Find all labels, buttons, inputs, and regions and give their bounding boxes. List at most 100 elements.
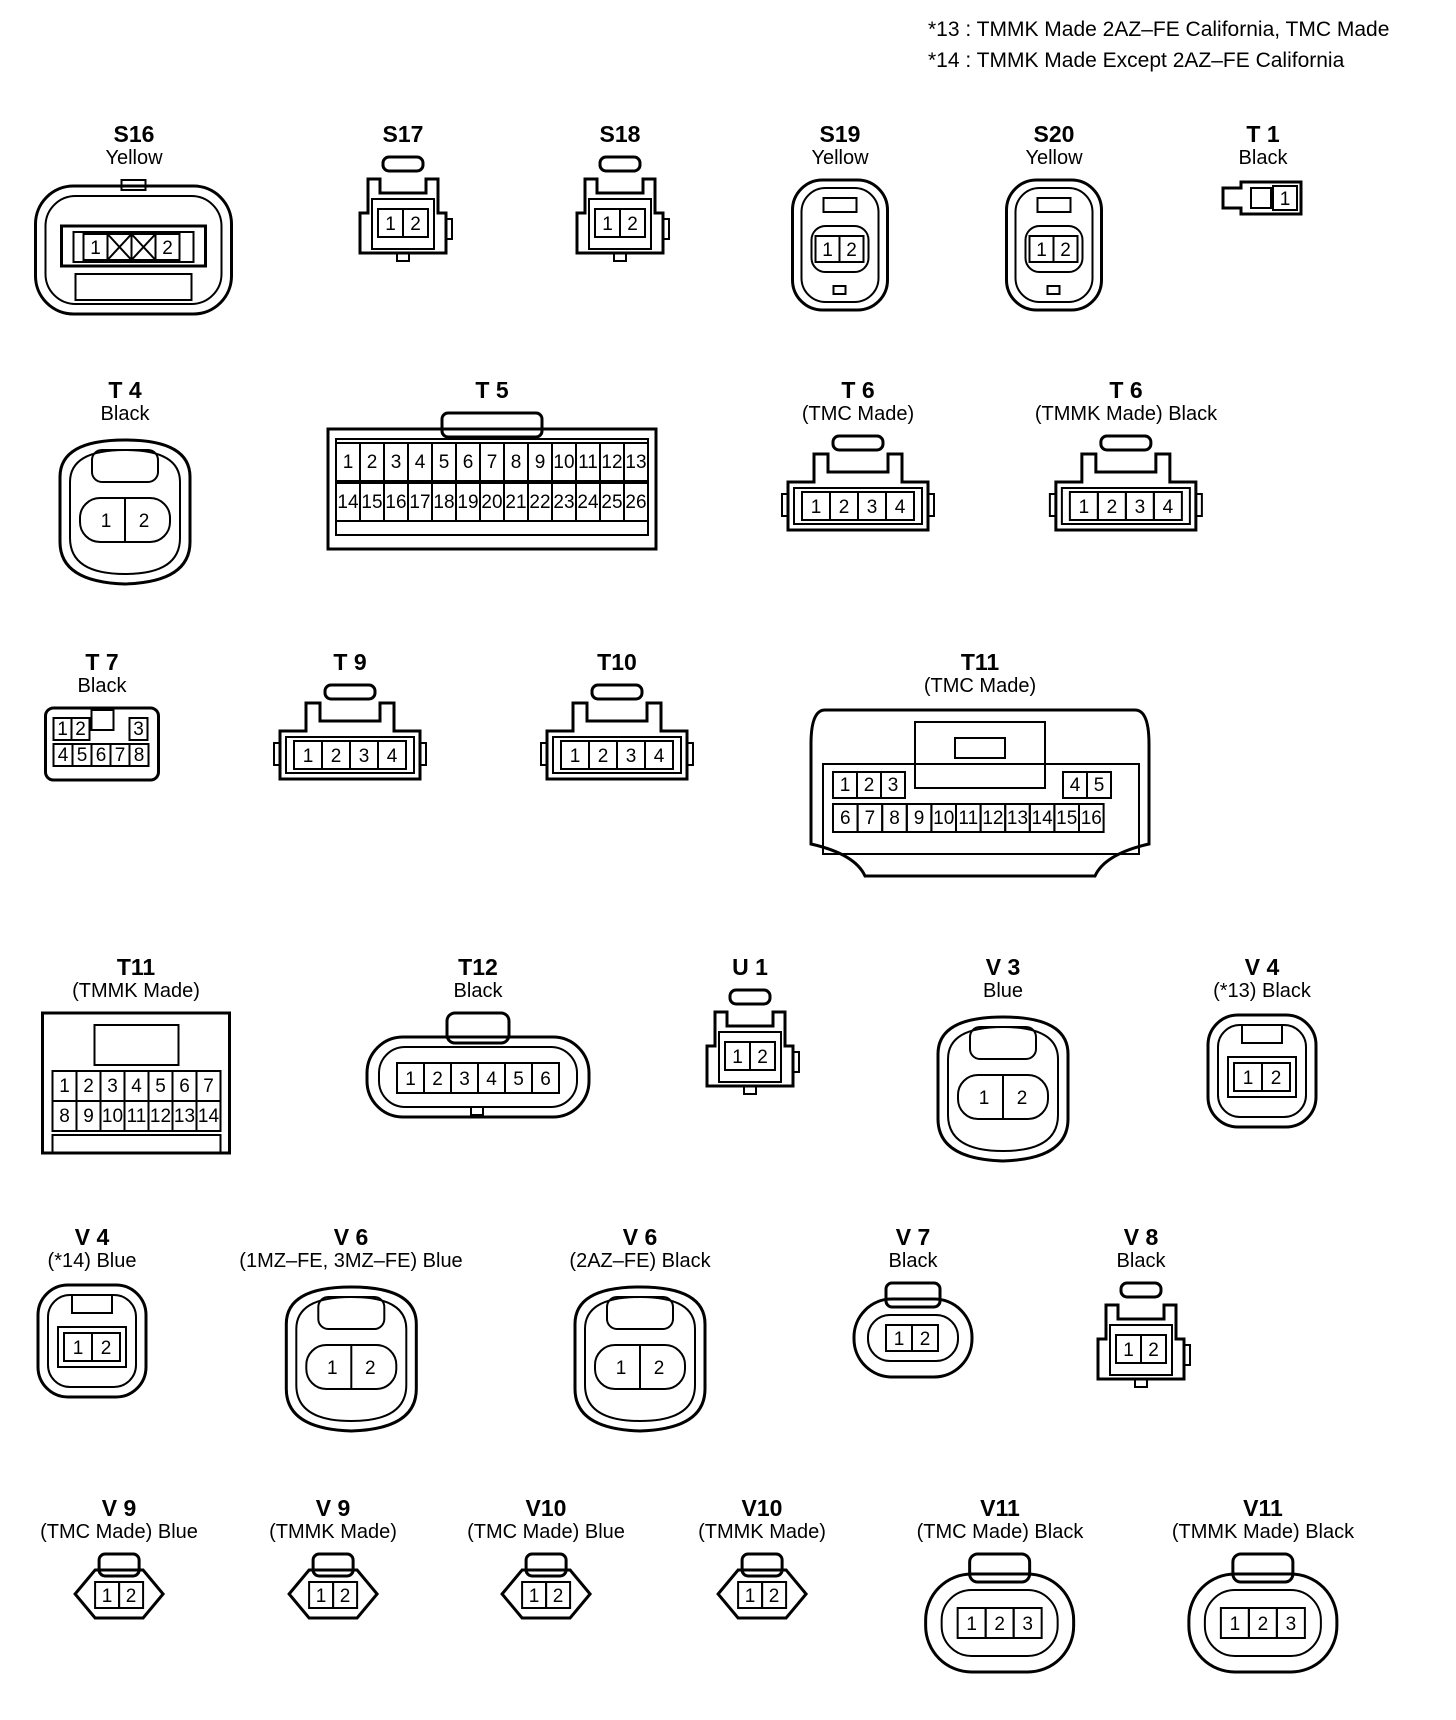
connector-code: V11 (980, 1495, 1020, 1521)
pin-label: 17 (409, 492, 430, 513)
connector-code: T 9 (333, 649, 367, 675)
connector-subtitle: (TMC Made) Blue (40, 1521, 198, 1543)
pin-label: 2 (757, 1047, 768, 1068)
pin-label: 1 (967, 1614, 978, 1635)
pin-label: 3 (888, 775, 899, 796)
footnote-13: *13 : TMMK Made 2AZ–FE California, TMC M… (928, 18, 1390, 41)
pin-label: 4 (1163, 497, 1174, 518)
pin-label: 1 (1243, 1068, 1254, 1089)
pin-label: 7 (115, 745, 126, 766)
connector-subtitle: Blue (982, 980, 1024, 1002)
pin-cell (1012, 1607, 1043, 1639)
pin-label: 2 (1258, 1614, 1269, 1635)
pin-label: 4 (131, 1076, 142, 1097)
pin-label: 15 (361, 492, 382, 513)
pin-label: 23 (553, 492, 574, 513)
pin-label: 1 (732, 1047, 743, 1068)
connector-code: T11 (116, 954, 156, 980)
pin-label: 8 (134, 745, 145, 766)
pin-label: 12 (150, 1106, 171, 1127)
pin-label: 13 (174, 1106, 195, 1127)
pin-label: 1 (616, 1358, 627, 1379)
connector-subtitle: (TMMK Made) Black (1171, 1521, 1355, 1543)
connector-code: T 7 (85, 649, 119, 675)
pin-label: 1 (405, 1069, 416, 1090)
connector-subtitle: Yellow (811, 147, 869, 169)
pin-label: 5 (439, 452, 450, 473)
pin-label: 2 (553, 1586, 564, 1607)
pin-label: 11 (127, 1106, 147, 1127)
pin-label: 4 (58, 745, 69, 766)
pin-label: 18 (433, 492, 454, 513)
pin-label: 2 (432, 1069, 443, 1090)
connector-code: V 3 (985, 954, 1021, 980)
pin-label: 3 (1286, 1614, 1297, 1635)
pin-cell (880, 771, 906, 799)
pin-label: 10 (553, 452, 574, 473)
pin-label: 1 (894, 1329, 905, 1350)
connector-subtitle: (TMMK Made) (269, 1521, 397, 1543)
connector-face-drawing: 1 (1221, 180, 1303, 216)
connector-subtitle: Black (1238, 147, 1288, 169)
pin-label: 2 (864, 775, 875, 796)
connector-subtitle: (TMMK Made) (72, 980, 200, 1002)
pin-label: 6 (463, 452, 474, 473)
pin-label: 1 (101, 511, 112, 532)
pin-label: 3 (1023, 1614, 1034, 1635)
pin-label: 7 (865, 808, 876, 829)
pin-label: 15 (1056, 808, 1077, 829)
pin-label: 7 (203, 1076, 214, 1097)
pin-label: 1 (811, 497, 822, 518)
pin-label: 5 (77, 745, 88, 766)
pin-label: 3 (626, 746, 637, 767)
connector-code: T10 (597, 649, 637, 675)
connector-code: T 6 (1109, 377, 1143, 403)
pin-cell (749, 1041, 776, 1071)
pin-cell (1140, 1334, 1167, 1364)
pin-label: 2 (1060, 240, 1071, 261)
pin-label: 3 (867, 497, 878, 518)
pin-label: 1 (840, 775, 851, 796)
pin-label: 2 (126, 1586, 137, 1607)
pin-label: 5 (513, 1069, 524, 1090)
pin-cell (402, 208, 429, 238)
pin-cell (91, 1332, 121, 1362)
pin-cell (838, 235, 865, 263)
pin-cell (911, 1324, 939, 1352)
connector-code: V10 (741, 1495, 783, 1521)
pin-label: 1 (1079, 497, 1090, 518)
connector-subtitle: (*14) Blue (47, 1250, 137, 1272)
connector-subtitle: Black (77, 675, 127, 697)
pin-label: 1 (1123, 1340, 1134, 1361)
pin-label: 9 (83, 1106, 94, 1127)
connector-subtitle: (*13) Black (1213, 980, 1311, 1002)
pin-label: 21 (505, 492, 526, 513)
pin-cell (623, 482, 649, 522)
pin-label: 2 (162, 238, 173, 259)
pin-label: 3 (133, 719, 144, 740)
pin-label: 19 (457, 492, 478, 513)
